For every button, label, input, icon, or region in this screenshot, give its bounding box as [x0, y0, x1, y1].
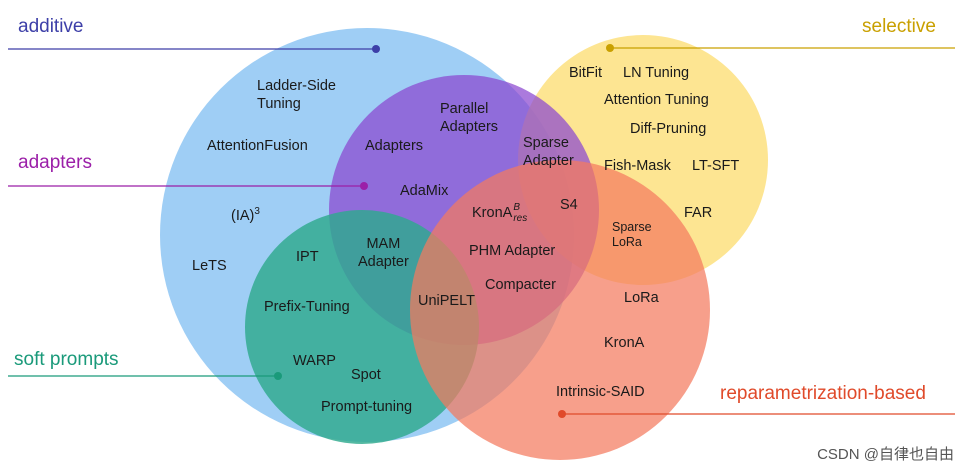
- method-unipelt: UniPELT: [418, 293, 475, 309]
- method-adapters: Adapters: [365, 138, 424, 154]
- method-lora: LoRa: [624, 290, 659, 306]
- method-sparse-adapter: Sparse Adapter: [523, 134, 574, 170]
- mam-line-2: Adapter: [358, 254, 409, 270]
- adapters-label: adapters: [18, 152, 92, 173]
- additive-dot: [372, 45, 380, 53]
- selective-label: selective: [862, 16, 936, 37]
- method-parallel-adapters: Parallel Adapters: [440, 100, 498, 136]
- parallel-line-1: Parallel: [440, 101, 489, 117]
- reparametrization-circle: [410, 160, 710, 460]
- method-far: FAR: [684, 205, 713, 221]
- method-ln-tuning: LN Tuning: [623, 65, 690, 81]
- method-attention-tuning: Attention Tuning: [604, 92, 709, 108]
- sparse-adapter-line-1: Sparse: [523, 135, 569, 151]
- method-ia3: (IA)3: [231, 203, 260, 225]
- additive-label: additive: [18, 16, 84, 37]
- reparametrization-dot: [558, 410, 566, 418]
- krona-res-subscript: res: [513, 213, 528, 224]
- sparse-adapter-line-2: Adapter: [523, 153, 574, 169]
- method-lt-sft: LT-SFT: [692, 158, 740, 174]
- method-attention-fusion: AttentionFusion: [207, 138, 308, 154]
- method-spot: Spot: [351, 367, 381, 383]
- method-warp: WARP: [293, 353, 336, 369]
- krona-res-base: KronA: [472, 204, 513, 221]
- ia3-superscript: 3: [254, 206, 260, 217]
- method-bitfit: BitFit: [569, 65, 603, 81]
- soft-prompts-label: soft prompts: [14, 349, 119, 370]
- method-sparse-lora: Sparse LoRa: [612, 220, 652, 250]
- sparse-lora-line-2: LoRa: [612, 235, 642, 249]
- method-krona: KronA: [604, 335, 645, 351]
- method-diff-pruning: Diff-Pruning: [630, 121, 707, 137]
- method-prefix-tuning: Prefix-Tuning: [264, 299, 350, 315]
- method-s4: S4: [560, 197, 578, 213]
- mam-line-1: MAM: [366, 236, 401, 252]
- reparametrization-label: reparametrization-based: [720, 383, 926, 404]
- ladder-side-line-2: Tuning: [257, 96, 301, 112]
- method-adamix: AdaMix: [400, 183, 449, 199]
- method-prompt-tuning: Prompt-tuning: [321, 399, 413, 415]
- ia3-base: (IA): [231, 207, 255, 224]
- method-phm-adapter: PHM Adapter: [469, 243, 556, 259]
- soft-prompts-dot: [274, 372, 282, 380]
- method-intrinsic-said: Intrinsic-SAID: [556, 384, 645, 400]
- method-fish-mask: Fish-Mask: [604, 158, 671, 174]
- sparse-lora-line-1: Sparse: [612, 220, 652, 234]
- krona-res-superscript: B: [513, 202, 520, 213]
- method-lets: LeTS: [192, 258, 227, 274]
- parallel-line-2: Adapters: [440, 119, 499, 135]
- method-mam-adapter: MAM Adapter: [358, 235, 409, 271]
- ladder-side-line-1: Ladder-Side: [257, 78, 336, 94]
- method-ladder-side-tuning: Ladder-Side Tuning: [257, 77, 336, 113]
- watermark: CSDN @自律也自由: [817, 446, 954, 463]
- method-compacter: Compacter: [485, 277, 556, 293]
- selective-dot: [606, 44, 614, 52]
- method-ipt: IPT: [296, 249, 319, 265]
- adapters-dot: [360, 182, 368, 190]
